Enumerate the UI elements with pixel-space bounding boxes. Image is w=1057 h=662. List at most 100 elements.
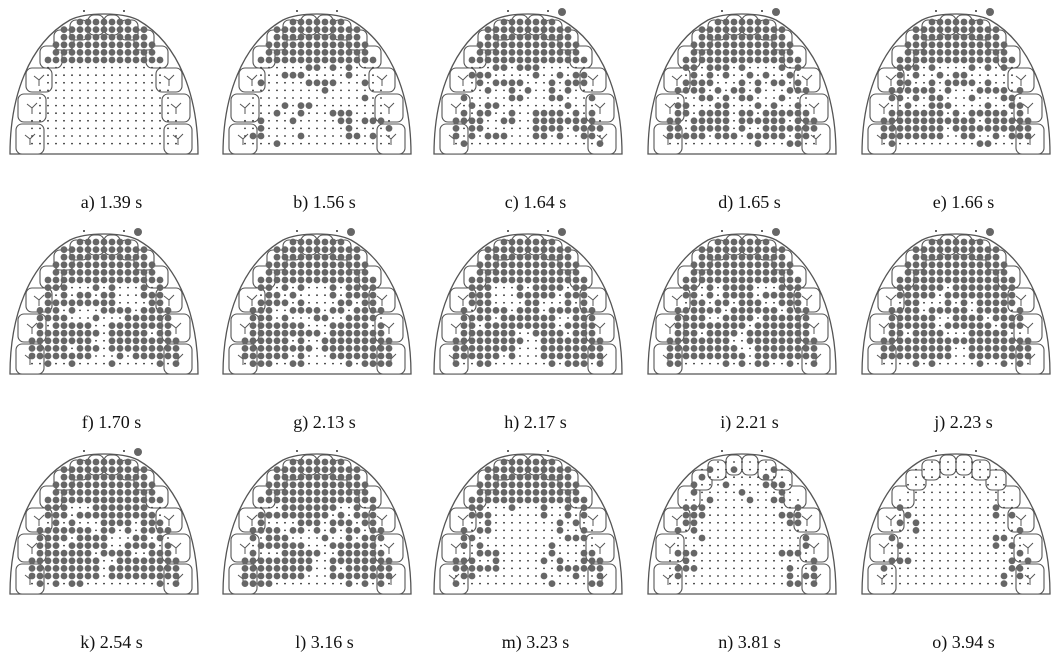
electrode-site — [939, 82, 941, 84]
electrode-site — [348, 97, 350, 99]
electrode-site — [923, 552, 925, 554]
electrode-contact — [573, 497, 580, 504]
electrode-contact — [921, 353, 928, 360]
electrode-contact — [557, 527, 564, 534]
electrode-site — [276, 82, 278, 84]
electrode-contact — [485, 41, 492, 48]
electrode-contact — [141, 353, 148, 360]
electrode-contact — [141, 573, 148, 580]
electrode-contact — [723, 284, 730, 291]
electrode-contact — [565, 87, 572, 94]
electrode-site — [308, 97, 310, 99]
electrode-contact — [314, 79, 321, 86]
electrode-contact — [125, 542, 132, 549]
electrode-contact — [969, 117, 976, 124]
electrode-contact — [549, 79, 556, 86]
electrode-site — [316, 302, 318, 304]
electrode-site — [55, 135, 57, 137]
electrode-contact — [346, 26, 353, 33]
reference-mark — [123, 450, 125, 452]
electrode-contact — [125, 261, 132, 268]
electrode-contact — [290, 459, 297, 466]
electrode-contact — [707, 466, 714, 473]
electrode-contact — [667, 337, 674, 344]
palate-diagram — [430, 226, 626, 382]
electrode-contact — [897, 95, 904, 102]
electrode-contact — [274, 34, 281, 41]
electrode-contact — [525, 64, 532, 71]
electrode-contact — [1001, 307, 1008, 314]
electrode-contact — [565, 102, 572, 109]
electrode-contact — [707, 125, 714, 132]
electrode-site — [63, 97, 65, 99]
electrode-contact — [771, 269, 778, 276]
electrode-contact — [69, 34, 76, 41]
electrode-site — [495, 90, 497, 92]
electrode-site — [773, 575, 775, 577]
electrode-contact — [589, 565, 596, 572]
electrode-site — [757, 537, 759, 539]
electrode-site — [268, 120, 270, 122]
electrode-contact — [53, 535, 60, 542]
electrode-contact — [771, 49, 778, 56]
electrode-contact — [937, 26, 944, 33]
electrode-site — [503, 363, 505, 365]
panel-caption: k) 2.54 s — [6, 632, 217, 653]
electrode-site — [511, 67, 513, 69]
electrode-site — [527, 143, 529, 145]
electrode-site — [963, 143, 965, 145]
electrode-contact — [691, 527, 698, 534]
electrode-site — [907, 363, 909, 365]
electrode-contact — [929, 110, 936, 117]
electrode-site — [781, 74, 783, 76]
electrode-contact — [779, 246, 786, 253]
electrode-contact — [461, 535, 468, 542]
electrode-contact — [306, 474, 313, 481]
electrode-contact — [282, 353, 289, 360]
electrode-contact — [691, 550, 698, 557]
electrode-site — [479, 575, 481, 577]
electrode-site — [781, 105, 783, 107]
electrode-contact — [69, 330, 76, 337]
electrode-contact — [897, 110, 904, 117]
electrode-site — [947, 128, 949, 130]
electrode-contact — [945, 277, 952, 284]
electrode-contact — [541, 345, 548, 352]
electrode-contact — [1009, 512, 1016, 519]
electrode-site — [340, 507, 342, 509]
electrode-contact — [330, 277, 337, 284]
electrode-contact — [921, 34, 928, 41]
electrode-site — [316, 537, 318, 539]
electrode-site — [559, 294, 561, 296]
electrode-site — [733, 545, 735, 547]
electrode-contact — [937, 307, 944, 314]
electrode-site — [135, 105, 137, 107]
electrode-contact — [581, 284, 588, 291]
electrode-site — [963, 355, 965, 357]
electrode-contact — [85, 254, 92, 261]
electrode-site — [71, 135, 73, 137]
electrode-site — [923, 74, 925, 76]
electrode-site — [733, 575, 735, 577]
electrode-contact — [731, 246, 738, 253]
electrode-contact — [723, 246, 730, 253]
electrode-site — [356, 74, 358, 76]
electrode-site — [899, 514, 901, 516]
electrode-contact — [533, 277, 540, 284]
electrode-contact — [731, 19, 738, 26]
electrode-site — [380, 545, 382, 547]
electrode-contact — [53, 527, 60, 534]
electrode-contact — [330, 330, 337, 337]
electrode-contact — [346, 254, 353, 261]
electrode-contact — [509, 34, 516, 41]
electrode-site — [284, 522, 286, 524]
electrode-site — [907, 537, 909, 539]
electrode-site — [95, 97, 97, 99]
electrode-contact — [314, 239, 321, 246]
electrode-site — [324, 363, 326, 365]
electrode-site — [971, 530, 973, 532]
electrode-contact — [691, 330, 698, 337]
electrode-site — [995, 325, 997, 327]
electrode-site — [575, 545, 577, 547]
electrode-contact — [477, 269, 484, 276]
